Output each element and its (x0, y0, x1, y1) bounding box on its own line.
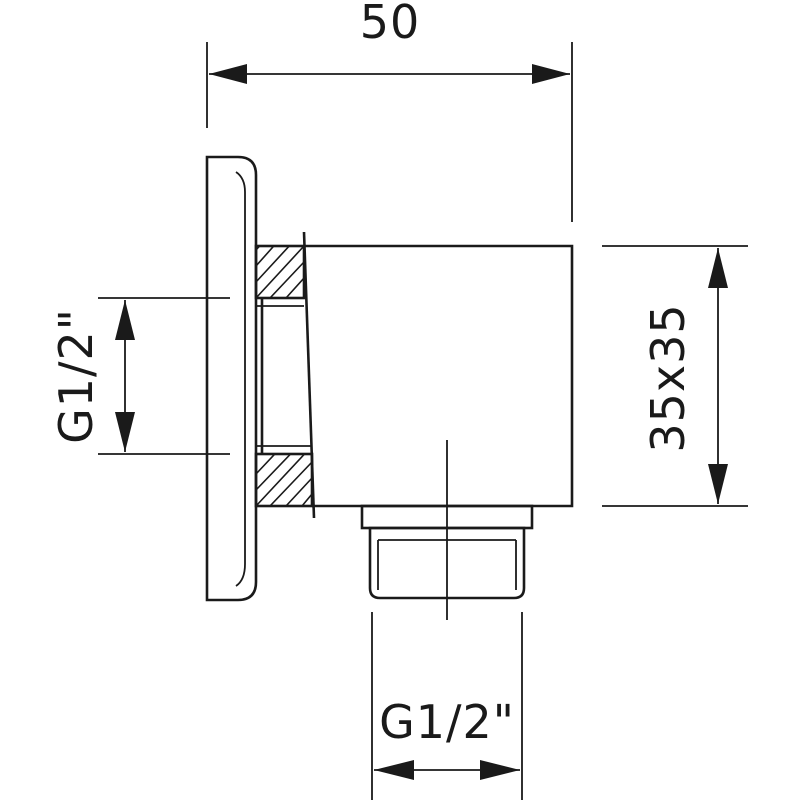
inlet-thread-label: G1/2" (49, 308, 103, 444)
main-body (304, 244, 574, 508)
arrowhead-top (708, 248, 728, 288)
wall-flange (205, 155, 258, 602)
inlet-thread-dimension: G1/2" (49, 297, 230, 455)
upper-hatched-block (254, 244, 306, 300)
flange-outline (205, 155, 258, 602)
body-outline (304, 244, 574, 508)
flange-inner-edge (235, 171, 246, 587)
overall-width-label: 50 (360, 0, 421, 49)
arrowhead-right (532, 64, 570, 84)
body-size-dimension: 35x35 (602, 245, 748, 507)
outlet-thread-label: G1/2" (379, 695, 515, 749)
overall-width-dimension: 50 (206, 0, 573, 222)
arrowhead-left (374, 760, 414, 780)
nipple-thread-body (368, 526, 526, 600)
arrowhead-left (209, 64, 247, 84)
inlet-thread-section (254, 231, 316, 519)
body-size-label: 35x35 (641, 303, 695, 452)
arrowhead-bottom (708, 464, 728, 504)
arrowhead-top (115, 300, 135, 340)
arrowhead-right (480, 760, 520, 780)
body-joint-line (302, 231, 316, 519)
outlet-thread-dimension: G1/2" (371, 612, 523, 800)
arrowhead-bottom (115, 412, 135, 452)
